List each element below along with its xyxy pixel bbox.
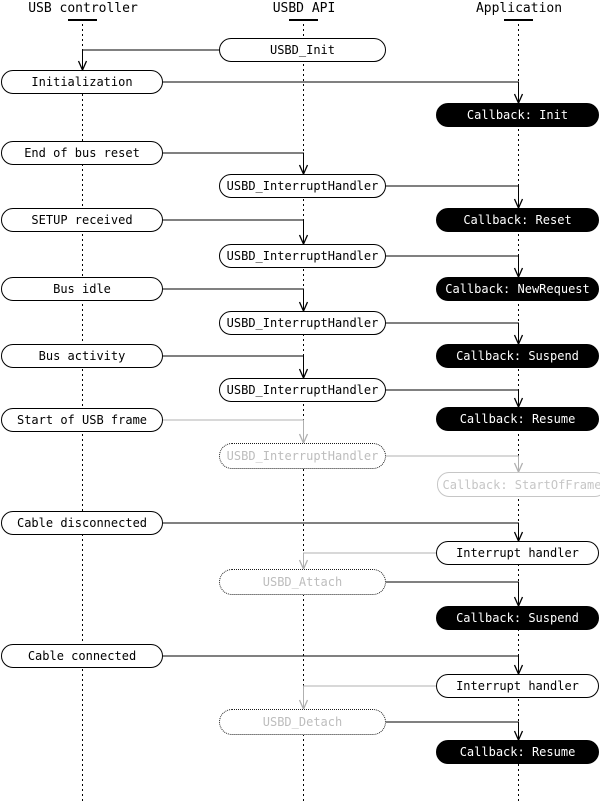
- callback-init: Callback: Init: [436, 103, 599, 127]
- connector-busidle-to-ih3: [163, 288, 304, 311]
- interrupt-handler-2: Interrupt handler: [436, 674, 599, 698]
- connector-cabledisc-to-handler1: [163, 522, 519, 541]
- api-call-usbd-interrupthandler-3: USBD_InterruptHandler: [219, 311, 386, 335]
- callback-resume-1: Callback: Resume: [436, 407, 599, 431]
- api-call-usbd-interrupthandler-2: USBD_InterruptHandler: [219, 244, 386, 268]
- event-cable-connected: Cable connected: [1, 644, 163, 668]
- callback-newrequest: Callback: NewRequest: [436, 277, 599, 301]
- event-end-of-bus-reset: End of bus reset: [1, 141, 163, 165]
- column-title-usbd-api: USBD API: [272, 1, 336, 16]
- connector-ih3-to-cbsuspend: [386, 322, 519, 344]
- api-call-usbd-detach-ghost: USBD_Detach: [219, 709, 386, 735]
- connector-sof-to-ihghost: [163, 419, 304, 443]
- column-title-application: Application: [475, 1, 563, 16]
- api-call-usbd-init: USBD_Init: [219, 38, 386, 62]
- callback-suspend-1: Callback: Suspend: [436, 344, 599, 368]
- connector-detach-to-cbresume2: [386, 721, 519, 740]
- connector-handler1-to-attach: [303, 552, 436, 569]
- event-bus-idle: Bus idle: [1, 277, 163, 301]
- event-initialization: Initialization: [1, 70, 163, 94]
- connector-ihghost-to-cbsof: [386, 455, 519, 472]
- api-call-usbd-interrupthandler-4: USBD_InterruptHandler: [219, 378, 386, 402]
- callback-reset: Callback: Reset: [436, 208, 599, 232]
- event-cable-disconnected: Cable disconnected: [1, 511, 163, 535]
- interrupt-handler-1: Interrupt handler: [436, 541, 599, 565]
- column-title-usb-controller: USB controller: [28, 1, 138, 16]
- connector-ih1-to-cbreset: [386, 185, 519, 208]
- connector-ih2-to-cbnewrequest: [386, 255, 519, 277]
- event-start-of-usb-frame: Start of USB frame: [1, 408, 163, 432]
- callback-suspend-2: Callback: Suspend: [436, 606, 599, 630]
- connector-handler2-to-detach: [303, 685, 436, 709]
- connector-setup-to-ih2: [163, 219, 304, 244]
- callback-resume-2: Callback: Resume: [436, 740, 599, 764]
- connector-busreset-to-ih1: [163, 152, 304, 174]
- connector-busactivity-to-ih4: [163, 355, 304, 378]
- connector-cableconn-to-handler2: [163, 655, 519, 674]
- event-setup-received: SETUP received: [1, 208, 163, 232]
- callback-startofframe-ghost: Callback: StartOfFrame: [437, 472, 600, 497]
- connector-initialization-to-cbinit: [163, 81, 519, 103]
- api-call-usbd-attach-ghost: USBD_Attach: [219, 569, 386, 595]
- api-call-usbd-interrupthandler-ghost: USBD_InterruptHandler: [219, 443, 386, 469]
- api-call-usbd-interrupthandler-1: USBD_InterruptHandler: [219, 174, 386, 198]
- connector-usbdinit-to-initialization: [82, 49, 219, 70]
- event-bus-activity: Bus activity: [1, 344, 163, 368]
- connector-ih4-to-cbresume: [386, 389, 519, 407]
- connector-attach-to-cbsuspend2: [386, 581, 519, 606]
